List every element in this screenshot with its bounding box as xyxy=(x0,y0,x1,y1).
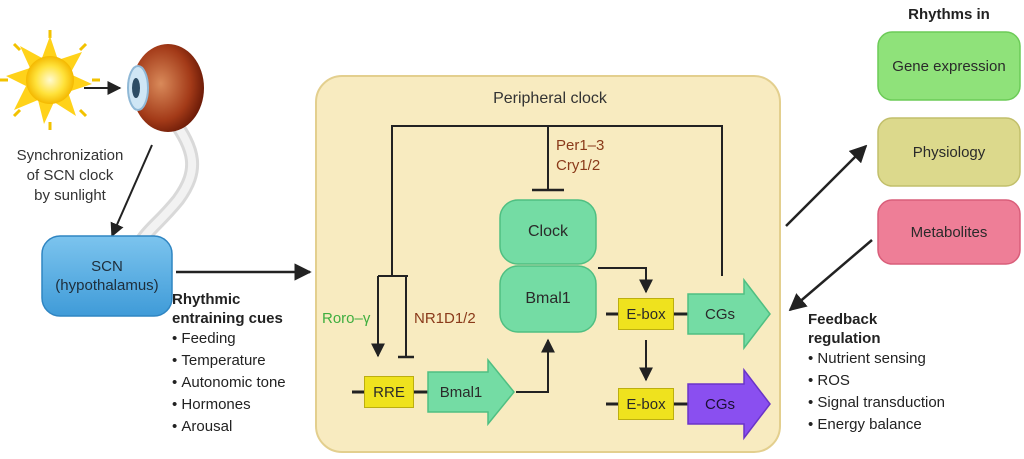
peripheral-clock-title: Peripheral clock xyxy=(493,90,607,107)
bmal1-arrow-label: Bmal1 xyxy=(439,383,483,401)
sync-caption-line-3: by sunlight xyxy=(34,187,106,204)
sync-caption: Synchronization of SCN clock by sunlight xyxy=(0,146,140,206)
feedback-title-line-2: regulation xyxy=(808,330,881,347)
gene-expression-box xyxy=(877,31,1021,101)
rre-box: RRE xyxy=(364,376,414,408)
entraining-title: Rhythmic entraining cues xyxy=(172,290,322,328)
rhythms-title: Rhythms in xyxy=(908,6,990,23)
list-item: Arousal xyxy=(172,416,322,438)
ebox1-box: E-box xyxy=(618,298,674,330)
metabolites-box xyxy=(877,199,1021,265)
feedback-list: Nutrient sensing ROS Signal transduction… xyxy=(808,348,1020,436)
sun-icon xyxy=(0,30,100,130)
list-item: Hormones xyxy=(172,394,322,416)
scn-label-line-1: SCN xyxy=(91,258,123,275)
output-rhythms-arrow xyxy=(785,144,868,227)
complex-ebox-arrow xyxy=(598,267,653,294)
per-cry-label: Per1–3 Cry1/2 xyxy=(556,136,604,176)
nr1d-label: NR1D1/2 xyxy=(414,310,476,327)
bmal1-top-label: Bmal1 xyxy=(525,290,571,307)
ebox2-box: E-box xyxy=(618,388,674,420)
scn-box xyxy=(41,235,173,317)
gene-expression-label: Gene expression xyxy=(892,57,1006,75)
list-item: Nutrient sensing xyxy=(808,348,1020,370)
bmal1-arrow-shape xyxy=(427,357,515,427)
list-item: ROS xyxy=(808,370,1020,392)
entraining-title-line-2: entraining cues xyxy=(172,310,283,327)
sync-caption-line-1: Synchronization xyxy=(16,147,124,164)
clock-box xyxy=(499,199,597,265)
metabolites-label: Metabolites xyxy=(910,223,988,241)
sync-caption-line-2: of SCN clock xyxy=(26,167,114,184)
scn-label: SCN (hypothalamus) xyxy=(42,236,172,316)
cgs1-label: CGs xyxy=(705,305,735,323)
list-item: Autonomic tone xyxy=(172,372,322,394)
roro-label: Roro–γ xyxy=(322,310,371,327)
scn-label-line-2: (hypothalamus) xyxy=(55,277,159,294)
clock-label: Clock xyxy=(527,223,568,240)
feedback-title: Feedback regulation xyxy=(808,310,1020,348)
physiology-label: Physiology xyxy=(912,143,986,161)
bmal1-box xyxy=(499,265,597,333)
physiology-box xyxy=(877,117,1021,187)
eye-icon xyxy=(127,44,204,247)
feedback-panel: Feedback regulation Nutrient sensing ROS… xyxy=(808,310,1020,436)
feedback-arrow xyxy=(788,239,873,312)
list-item: Signal transduction xyxy=(808,392,1020,414)
feedback-title-line-1: Feedback xyxy=(808,311,878,328)
entraining-cues-panel: Rhythmic entraining cues Feeding Tempera… xyxy=(172,290,322,438)
cgs-green-arrow-shape xyxy=(687,277,771,351)
list-item: Energy balance xyxy=(808,414,1020,436)
list-item: Temperature xyxy=(172,350,322,372)
per-cry-line-1: Per1–3 xyxy=(556,137,605,154)
bmal1-to-complex-arrow xyxy=(516,338,555,393)
feedback-loop-line xyxy=(391,125,723,276)
list-item: Feeding xyxy=(172,328,322,350)
cgs-purple-arrow-shape xyxy=(687,367,771,441)
entraining-title-line-1: Rhythmic xyxy=(172,291,241,308)
cgs2-label: CGs xyxy=(705,395,735,413)
entraining-list: Feeding Temperature Autonomic tone Hormo… xyxy=(172,328,322,438)
eye-scn-arrow xyxy=(110,144,153,238)
per-cry-line-2: Cry1/2 xyxy=(556,157,601,174)
